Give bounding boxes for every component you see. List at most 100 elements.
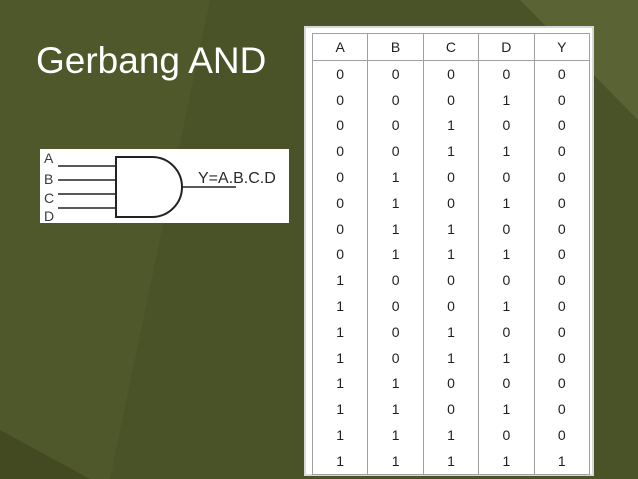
gate-input-label-d: D [44, 208, 55, 224]
table-cell: 0 [367, 60, 424, 87]
table-cell: 0 [533, 293, 591, 319]
table-cell: 1 [367, 189, 424, 216]
table-cell: 1 [311, 344, 369, 371]
table-cell: 1 [311, 447, 369, 475]
table-cell: 1 [478, 344, 535, 371]
table-cell: 0 [367, 86, 424, 113]
gate-output-label: Y=A.B.C.D [198, 170, 276, 187]
gate-input-label-a: A [44, 150, 54, 166]
table-cell: 1 [533, 447, 591, 475]
table-cell: 0 [478, 164, 535, 190]
table-cell: 1 [478, 396, 535, 423]
table-cell: 0 [367, 344, 424, 371]
table-cell: 0 [533, 344, 591, 371]
table-cell: 1 [367, 422, 424, 448]
table-cell: 0 [422, 370, 480, 397]
table-cell: 0 [478, 215, 535, 242]
table-cell: 0 [478, 370, 535, 397]
table-cell: 0 [533, 318, 591, 345]
table-cell: 0 [311, 215, 369, 242]
table-cell: 0 [533, 164, 591, 190]
table-cell: 1 [422, 215, 480, 242]
table-cell: 0 [533, 241, 591, 268]
table-cell: 1 [311, 422, 369, 448]
table-cell: 0 [533, 112, 591, 139]
header-cell-c: C [422, 33, 480, 61]
table-cell: 0 [367, 318, 424, 345]
table-cell: 0 [422, 293, 480, 319]
table-cell: 0 [533, 60, 591, 87]
table-cell: 0 [311, 164, 369, 190]
table-cell: 0 [533, 422, 591, 448]
table-cell: 0 [422, 60, 480, 87]
header-cell-y: Y [533, 33, 591, 61]
table-cell: 1 [367, 164, 424, 190]
table-cell: 1 [422, 422, 480, 448]
table-cell: 1 [311, 370, 369, 397]
table-cell: 1 [422, 318, 480, 345]
table-cell: 1 [367, 370, 424, 397]
table-cell: 1 [422, 138, 480, 165]
table-cell: 0 [422, 86, 480, 113]
table-cell: 0 [311, 189, 369, 216]
table-cell: 0 [533, 138, 591, 165]
table-cell: 1 [367, 241, 424, 268]
table-cell: 0 [478, 422, 535, 448]
header-cell-a: A [311, 33, 369, 61]
table-cell: 1 [478, 86, 535, 113]
table-cell: 0 [367, 138, 424, 165]
table-cell: 0 [478, 112, 535, 139]
table-cell: 0 [367, 293, 424, 319]
table-cell: 1 [311, 318, 369, 345]
table-cell: 1 [311, 396, 369, 423]
table-cell: 1 [367, 447, 424, 475]
table-cell: 0 [533, 86, 591, 113]
table-cell: 1 [367, 215, 424, 242]
table-cell: 1 [422, 344, 480, 371]
table-cell: 0 [478, 267, 535, 294]
table-cell: 0 [311, 241, 369, 268]
table-cell: 1 [422, 112, 480, 139]
table-cell: 1 [311, 293, 369, 319]
table-cell: 0 [311, 112, 369, 139]
table-cell: 0 [533, 370, 591, 397]
gate-input-label-b: B [44, 171, 54, 187]
truth-table-header-row: A B C D Y [311, 33, 591, 61]
table-cell: 1 [478, 241, 535, 268]
table-cell: 0 [422, 189, 480, 216]
table-cell: 0 [422, 396, 480, 423]
header-cell-d: D [478, 33, 535, 61]
background-corner-shape-bottom [0, 430, 90, 479]
table-cell: 0 [422, 164, 480, 190]
table-cell: 1 [478, 293, 535, 319]
table-cell: 1 [478, 189, 535, 216]
table-cell: 0 [533, 396, 591, 423]
table-cell: 0 [367, 267, 424, 294]
table-cell: 0 [367, 112, 424, 139]
and-gate-symbol [58, 156, 236, 218]
table-cell: 0 [478, 318, 535, 345]
background-stripe-shape [0, 0, 210, 479]
table-cell: 0 [478, 60, 535, 87]
table-cell: 0 [422, 267, 480, 294]
table-cell: 1 [422, 241, 480, 268]
table-cell: 0 [533, 267, 591, 294]
table-cell: 1 [478, 138, 535, 165]
and-gate-diagram: A B C D Y=A.B.C.D [40, 149, 289, 223]
